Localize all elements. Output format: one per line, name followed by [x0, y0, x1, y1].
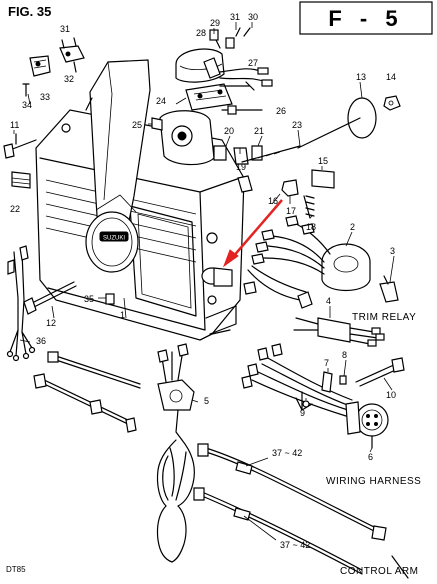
part-number: 28 [196, 28, 206, 38]
part-number: 22 [10, 204, 20, 214]
part-number: 35 [84, 294, 94, 304]
part-number: 21 [254, 126, 264, 136]
part-number: 37 ~ 42 [280, 540, 310, 550]
part-number: 3 [390, 246, 395, 256]
part-number: 10 [386, 390, 396, 400]
part-number: 20 [224, 126, 234, 136]
detent-parts [237, 169, 335, 219]
left-cables [33, 351, 141, 433]
stop-parts [213, 145, 263, 165]
part-number: 12 [46, 318, 56, 328]
part-number: 11 [10, 120, 19, 130]
bushing [201, 267, 233, 287]
part-number: 1 [120, 310, 125, 320]
model-code: DT85 [6, 565, 26, 574]
trim-switch-parts [175, 27, 273, 87]
part-number: 17 [286, 206, 296, 216]
figure-label: FIG. 35 [8, 4, 51, 19]
small-fasteners-left [3, 133, 37, 189]
part-number: 26 [276, 106, 286, 116]
part-number: 13 [356, 72, 366, 82]
lead-wire [6, 245, 36, 362]
wiring-harness-label: WIRING HARNESS [326, 476, 421, 487]
part-number: 29 [210, 18, 220, 28]
part-number: 31 [60, 24, 70, 34]
part-number: 4 [326, 296, 331, 306]
small-spacer [105, 293, 115, 305]
stop-switch-lanyard [156, 343, 195, 563]
wiring-harness [241, 343, 389, 449]
control-lever: SUZUKI [85, 59, 151, 273]
brand-badge: SUZUKI [103, 236, 125, 242]
bracket-assembly [151, 81, 263, 166]
part-number: 5 [204, 396, 209, 406]
part-number: 7 [324, 358, 329, 368]
part-number: 2 [350, 222, 355, 232]
part-number: 25 [132, 120, 142, 130]
shaft [241, 145, 301, 163]
main-switch [251, 215, 399, 303]
part-number: 6 [368, 452, 373, 462]
part-number: 14 [386, 72, 396, 82]
part-number: 18 [306, 222, 316, 232]
leader-lines [13, 22, 395, 541]
part-number: 36 [36, 336, 46, 346]
part-number: 31 [230, 12, 240, 22]
control-arm-label: CONTROL ARM [340, 566, 418, 577]
trim-relay-label: TRIM RELAY [352, 312, 416, 323]
part-number: 23 [292, 120, 302, 130]
part-number: 27 [248, 58, 258, 68]
part-number: 19 [236, 162, 246, 172]
part-number: 34 [22, 100, 32, 110]
part-number: 33 [40, 92, 50, 102]
trim-relay [293, 317, 385, 347]
part-number: 15 [318, 156, 328, 166]
pointer-arrow [222, 199, 283, 268]
part-number: 30 [248, 12, 258, 22]
part-number: 37 ~ 42 [272, 448, 302, 458]
neutral-switch-parts [22, 37, 85, 97]
part-number: 24 [156, 96, 166, 106]
page-code-box [299, 1, 433, 35]
part-number: 9 [300, 408, 305, 418]
long-bolt [23, 281, 77, 315]
switch-wires [243, 265, 313, 309]
friction-plate [297, 95, 401, 149]
part-number: 32 [64, 74, 74, 84]
part-number: 8 [342, 350, 347, 360]
part-number-labels: 29 31 30 28 27 26 24 25 20 21 19 23 13 1… [10, 12, 396, 550]
part-number: 16 [268, 196, 278, 206]
page-code: F - 5 [328, 6, 403, 31]
control-cables [193, 443, 409, 579]
